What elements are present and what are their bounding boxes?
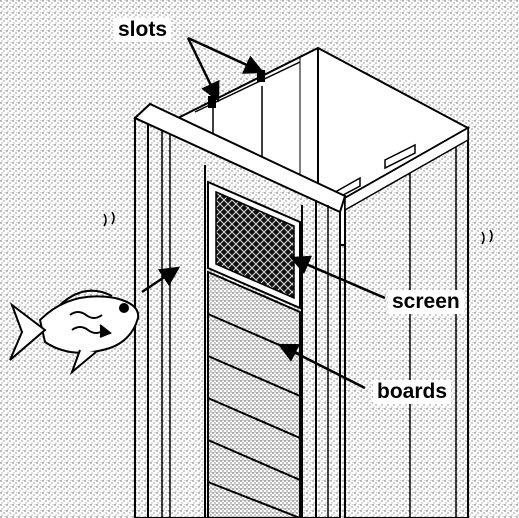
right-wall	[344, 126, 469, 518]
label-slots: slots	[114, 18, 172, 42]
flow-arrow	[141, 266, 181, 294]
slots-arrow-1	[186, 37, 220, 103]
boards-arrow	[277, 343, 366, 390]
boards	[207, 270, 301, 518]
leader-arrows	[141, 36, 386, 390]
screen-arrow	[289, 255, 386, 300]
slots-arrow-2	[187, 36, 265, 74]
screen-mesh	[215, 190, 295, 300]
screen-frame	[207, 180, 301, 310]
water-ripple-icon	[103, 211, 493, 245]
label-boards: boards	[373, 380, 452, 404]
label-screen: screen	[388, 290, 464, 314]
fish-icon	[9, 289, 140, 376]
